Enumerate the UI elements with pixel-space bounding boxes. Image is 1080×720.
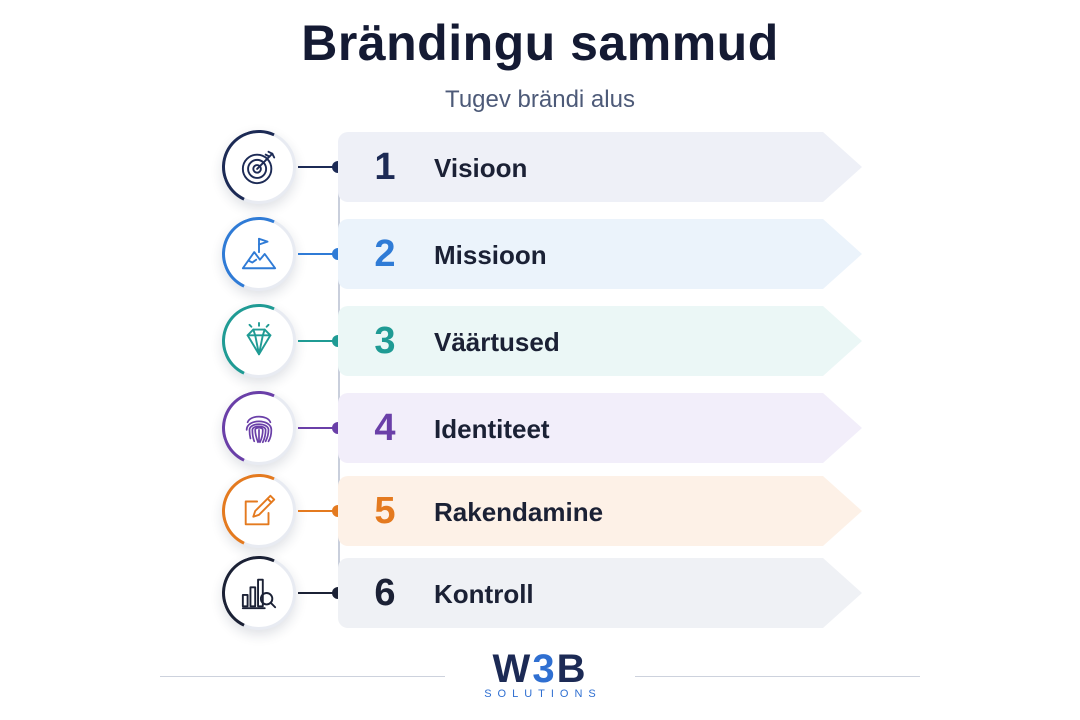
step-label: Väärtused xyxy=(434,327,560,357)
step-link-line xyxy=(298,340,338,342)
fingerprint-icon xyxy=(245,415,273,444)
step-label: Visioon xyxy=(434,153,528,183)
step-link-line xyxy=(298,253,338,255)
step-banner xyxy=(338,393,862,463)
diamond-icon xyxy=(246,322,272,356)
edit-icon xyxy=(244,494,276,526)
step-number: 4 xyxy=(374,407,396,449)
step-label: Missioon xyxy=(434,240,547,270)
footer-divider-left xyxy=(160,676,445,677)
step-number: 3 xyxy=(374,320,396,362)
step-number: 6 xyxy=(374,572,396,614)
step-kontroll: 6 Kontroll xyxy=(0,545,1080,641)
step-label: Identiteet xyxy=(434,414,550,444)
step-rakendamine: 5 Rakendamine xyxy=(0,463,1080,559)
step-icon-circle xyxy=(211,463,307,559)
step-icon-circle xyxy=(211,119,307,215)
mountain-flag-icon xyxy=(241,237,277,270)
step-banner xyxy=(338,476,862,546)
step-icon-circle xyxy=(211,206,307,302)
target-icon xyxy=(241,150,276,185)
step-number: 1 xyxy=(374,146,396,188)
step-icon-circle xyxy=(211,380,307,476)
step-number: 5 xyxy=(374,490,396,532)
step-icon-circle xyxy=(211,293,307,389)
step-link-line xyxy=(298,510,338,512)
step-vaartused: 3 Väärtused xyxy=(0,293,1080,389)
step-banner xyxy=(338,306,862,376)
step-visioon: 1 Visioon xyxy=(0,119,1080,215)
company-logo: W3B SOLUTIONS xyxy=(440,648,640,700)
chart-search-icon xyxy=(241,578,277,610)
step-missioon: 2 Missioon xyxy=(0,206,1080,302)
step-icon-circle xyxy=(211,545,307,641)
step-link-line xyxy=(298,427,338,429)
step-label: Rakendamine xyxy=(434,497,604,527)
step-link-line xyxy=(298,166,338,168)
step-banner xyxy=(338,132,862,202)
page-subtitle: Tugev brändi alus xyxy=(445,86,635,113)
step-label: Kontroll xyxy=(434,579,534,609)
step-banner xyxy=(338,558,862,628)
step-number: 2 xyxy=(374,233,396,275)
step-identiteet: 4 Identiteet xyxy=(0,380,1080,476)
step-link-line xyxy=(298,592,338,594)
page-title: Brändingu sammud xyxy=(301,15,779,71)
logo-tagline: SOLUTIONS xyxy=(484,688,602,700)
timeline-connector xyxy=(338,166,340,594)
step-banner xyxy=(338,219,862,289)
footer-divider-right xyxy=(635,676,920,677)
